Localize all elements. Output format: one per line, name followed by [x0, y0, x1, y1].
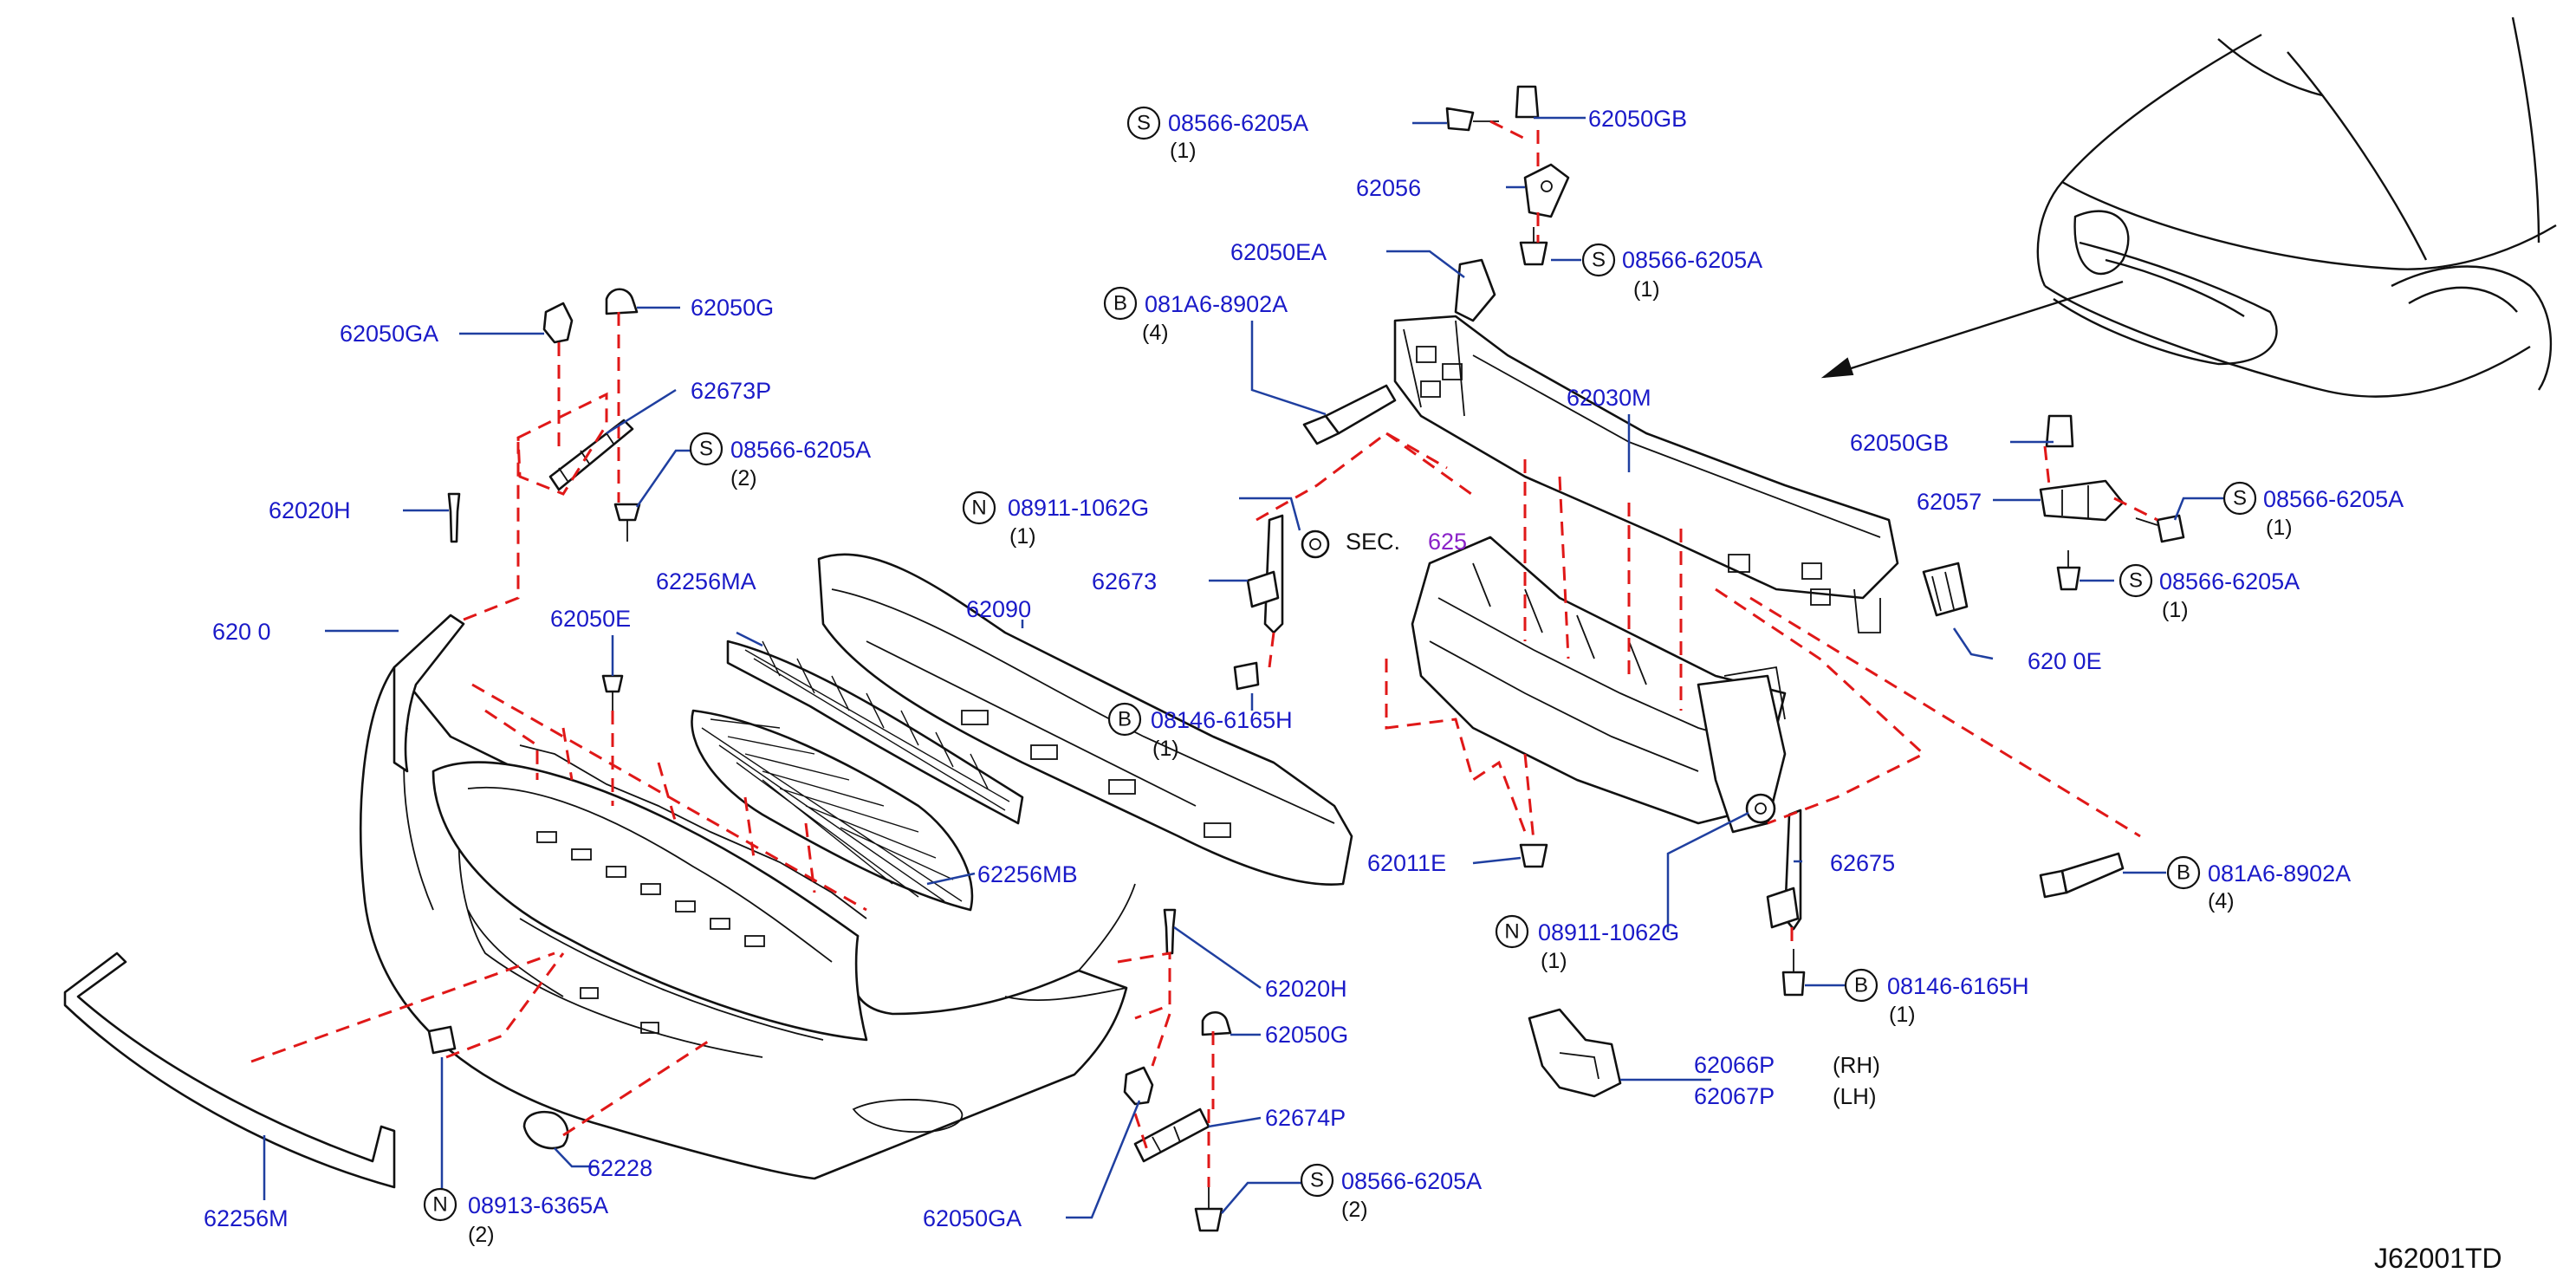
label-62067p: 62067P [1694, 1083, 1775, 1109]
qty-b-08146-right: (1) [1889, 1003, 1916, 1027]
svg-text:S: S [1137, 112, 1151, 135]
label-n-08911-bottom: 08911-1062G [1538, 919, 1679, 945]
qty-s-62673p: (2) [730, 466, 757, 490]
diagram-reference: J62001TD [2374, 1243, 2502, 1274]
label-62010-partial: 620 0 [212, 619, 271, 645]
svg-text:B: B [1113, 292, 1127, 315]
fasteners [427, 85, 2185, 1232]
svg-text:B: B [1118, 708, 1132, 731]
upper-grille-62256ma [726, 640, 1024, 825]
label-62050ga-bottom: 62050GA [923, 1205, 1022, 1231]
label-62256mb: 62256MB [977, 861, 1078, 887]
qty-b-081a6-right: (4) [2208, 889, 2235, 913]
label-s-62673p: 08566-6205A [730, 437, 871, 463]
label-b-081a6-top: 081A6-8902A [1145, 291, 1288, 317]
label-62050g-top: 62050G [691, 295, 774, 321]
side-cover-62066p-62067p [1528, 1008, 1622, 1098]
label-62050e: 62050E [550, 606, 631, 632]
label-62020h-bottom: 62020H [1265, 976, 1347, 1002]
front-bumper-fascia [360, 614, 1136, 1180]
svg-text:B: B [1854, 974, 1868, 997]
leader-lines [263, 116, 2227, 1219]
label-62256ma: 62256MA [656, 568, 756, 594]
label-62050ea: 62050EA [1230, 239, 1327, 265]
label-62050gb-right: 62050GB [1850, 430, 1949, 456]
qty-n-08911-top: (1) [1009, 524, 1036, 549]
svg-text:N: N [971, 497, 986, 520]
label-62030m: 62030M [1567, 385, 1651, 411]
label-b-08146-left: 08146-6165H [1151, 707, 1293, 733]
svg-text:S: S [699, 438, 713, 461]
bracket-62050ea [1454, 258, 1496, 322]
side-62066p: (RH) [1833, 1052, 1880, 1078]
label-s-62050gb-right: 08566-6205A [2159, 568, 2300, 594]
svg-text:S: S [1310, 1169, 1324, 1192]
label-62228: 62228 [587, 1155, 652, 1181]
lip-spoiler-62256m [63, 952, 396, 1189]
side-bracket-62674p [1133, 1107, 1210, 1163]
label-62057: 62057 [1917, 489, 1982, 515]
svg-text:S: S [2129, 569, 2143, 593]
qty-n-08911-bottom: (1) [1541, 949, 1567, 973]
label-n-08911-top: 08911-1062G [1008, 495, 1149, 521]
part-labels: 08566-6205A (1) 62050GB 62056 62050EA 08… [204, 106, 2502, 1274]
bracket-62057 [2039, 479, 2125, 522]
label-62011e: 62011E [1367, 850, 1446, 876]
label-62256m: 62256M [204, 1205, 289, 1231]
qty-n-08913: (2) [468, 1223, 495, 1247]
section-prefix: SEC. [1346, 529, 1400, 555]
qty-s-62057: (1) [2266, 516, 2293, 540]
stay-62673 [1246, 514, 1284, 634]
label-b-08146-right: 08146-6165H [1887, 973, 2029, 999]
side-62067p: (LH) [1833, 1083, 1877, 1109]
label-n-08913: 08913-6365A [468, 1192, 608, 1218]
vehicle-location-thumbnail [1820, 16, 2557, 398]
svg-text:S: S [1592, 249, 1606, 272]
assembly-lines [250, 120, 2158, 1187]
label-62050ga-top: 62050GA [340, 321, 438, 347]
label-62050e-right-partial: 620 0E [2028, 648, 2102, 674]
qty-b-08146-left: (1) [1152, 737, 1179, 761]
label-62050gb-top: 62050GB [1588, 106, 1687, 132]
label-62066p: 62066P [1694, 1052, 1775, 1078]
label-62050g-bottom: 62050G [1265, 1022, 1348, 1048]
label-s-62050ea: 08566-6205A [1622, 247, 1762, 273]
qty-s-62050gb-right: (1) [2162, 598, 2189, 622]
svg-text:N: N [432, 1193, 447, 1217]
section-number: 625 [1428, 529, 1467, 555]
bumper-inner-frame [1411, 536, 1787, 834]
side-bracket-62673p [548, 419, 634, 491]
qty-s-62674p: (2) [1341, 1198, 1368, 1222]
lower-grille-62256mb [691, 709, 974, 912]
label-62673p: 62673P [691, 378, 771, 404]
svg-text:N: N [1504, 920, 1519, 944]
label-s-62050gb-top: 08566-6205A [1168, 110, 1308, 136]
stay-62675 [1766, 809, 1802, 931]
label-b-081a6-right: 081A6-8902A [2208, 861, 2351, 887]
code-circles: S S B S N B S S B N B S N [423, 106, 2257, 1222]
label-62673: 62673 [1092, 568, 1157, 594]
svg-text:B: B [2177, 861, 2190, 885]
bracket-62056 [1523, 163, 1570, 218]
towing-hook-cover-62228 [522, 1110, 569, 1150]
label-s-62674p: 08566-6205A [1341, 1168, 1482, 1194]
label-62020h-left: 62020H [269, 497, 351, 523]
svg-text:S: S [2233, 487, 2247, 510]
qty-s-62050gb-top: (1) [1170, 139, 1197, 163]
label-s-62057: 08566-6205A [2263, 486, 2404, 512]
qty-b-081a6-top: (4) [1142, 321, 1169, 345]
label-62674p: 62674P [1265, 1105, 1346, 1131]
label-62675: 62675 [1830, 850, 1895, 876]
label-62090: 62090 [966, 596, 1031, 622]
bracket-62050e-right [1922, 562, 1969, 617]
qty-s-62050ea: (1) [1633, 277, 1660, 302]
label-62056: 62056 [1356, 175, 1421, 201]
fascia-slots [536, 831, 765, 1034]
